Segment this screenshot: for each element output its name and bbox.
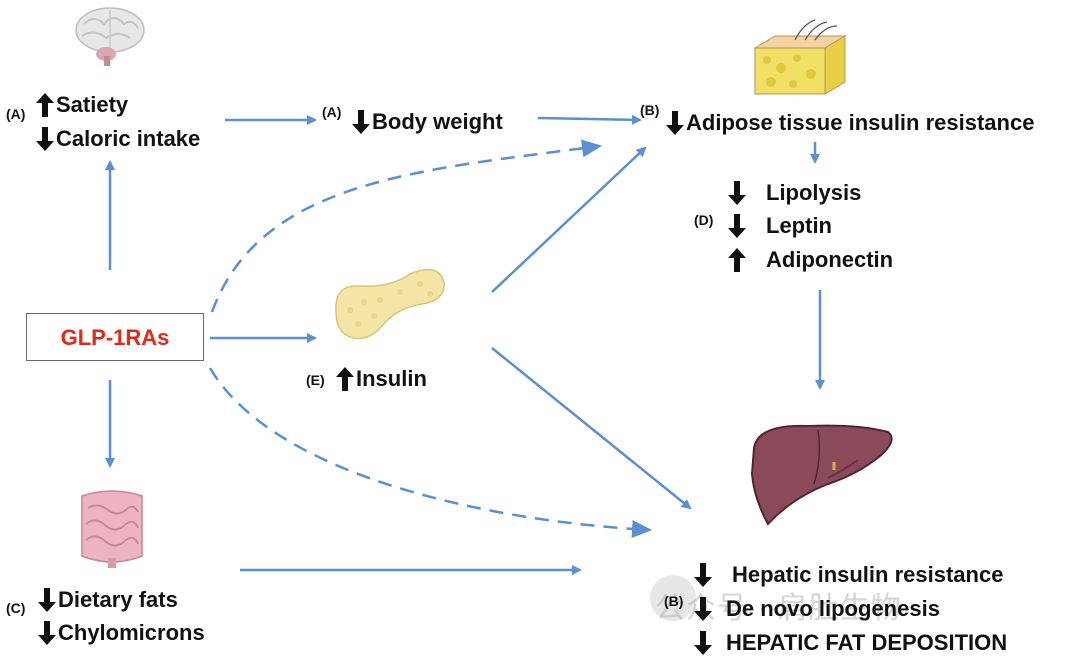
body-weight-label: Body weight (352, 109, 503, 135)
glp1ra-label: GLP-1RAs (60, 325, 170, 350)
insulin-text: Insulin (356, 366, 427, 391)
arrow-up-icon (36, 93, 54, 117)
dietary-fats-text: Dietary fats (58, 587, 178, 612)
body-weight-text: Body weight (372, 109, 503, 134)
leptin-label: Leptin (728, 213, 832, 239)
arrow-down-icon (728, 181, 746, 205)
pancreas-icon (335, 268, 445, 340)
leptin-text: Leptin (766, 213, 832, 238)
hepatic-ir-label: Hepatic insulin resistance (694, 562, 1003, 588)
liver-icon (750, 424, 893, 526)
adipose-tag: (B) (640, 102, 660, 118)
adiponectin-text: Adiponectin (766, 247, 894, 272)
satiety-text: Satiety (56, 92, 129, 117)
adipose-tissue-icon (753, 19, 847, 95)
glp1ra-box: GLP-1RAs (26, 313, 204, 361)
arrow-pancreas-to-liver (491, 347, 692, 510)
hepatic-ir-text: Hepatic insulin resistance (732, 562, 1004, 587)
arrow-down-icon (728, 214, 746, 238)
watermark: 公众号 · 肩肚生物 (655, 592, 902, 625)
caloric-intake-text: Caloric intake (56, 126, 201, 151)
satiety-label: Satiety (36, 92, 128, 118)
body-weight-tag: (A) (322, 104, 342, 120)
brain-icon (75, 7, 145, 66)
arrow-weight-to-adipose (537, 114, 642, 125)
intestine-icon (81, 490, 143, 568)
dashed-arrow-glp-to-adipose (210, 139, 602, 313)
arrow-down-icon (666, 111, 684, 135)
de-novo-text: De novo lipogenesis (726, 596, 940, 621)
chylomicrons-text: Chylomicrons (58, 620, 205, 645)
arrow-down-icon (352, 110, 370, 134)
insulin-tag: (E) (306, 372, 325, 388)
hepatic-fat-label: HEPATIC FAT DEPOSITION (694, 630, 1007, 656)
arrow-down-icon (694, 563, 712, 587)
dietary-fats-label: Dietary fats (38, 587, 178, 613)
arrow-down-icon (694, 631, 712, 655)
adipose-label: Adipose tissue insulin resistance (666, 110, 1034, 136)
dashed-arrow-glp-to-liver (208, 367, 652, 538)
arrow-up-icon (728, 248, 746, 272)
gut-tag: (C) (6, 600, 26, 616)
de-novo-label: De novo lipogenesis (694, 596, 940, 622)
arrow-down-icon (38, 588, 56, 612)
liver-tag: (B) (664, 593, 684, 609)
lipolysis-label: Lipolysis (728, 180, 861, 206)
adipose-text: Adipose tissue insulin resistance (686, 110, 1035, 135)
lipolysis-text: Lipolysis (766, 180, 862, 205)
chylomicrons-label: Chylomicrons (38, 620, 205, 646)
arrow-up-icon (336, 367, 354, 391)
caloric-intake-label: Caloric intake (36, 126, 200, 152)
insulin-label: Insulin (336, 366, 427, 392)
arrow-down-icon (694, 597, 712, 621)
watermark-logo-icon (650, 575, 696, 621)
adipokines-tag: (D) (694, 212, 714, 228)
brain-effects-tag: (A) (6, 106, 26, 122)
arrow-down-icon (36, 127, 54, 151)
adiponectin-label: Adiponectin (728, 247, 893, 273)
arrow-pancreas-to-adipose (491, 146, 647, 293)
hepatic-fat-text: HEPATIC FAT DEPOSITION (726, 630, 1008, 655)
arrow-down-icon (38, 621, 56, 645)
